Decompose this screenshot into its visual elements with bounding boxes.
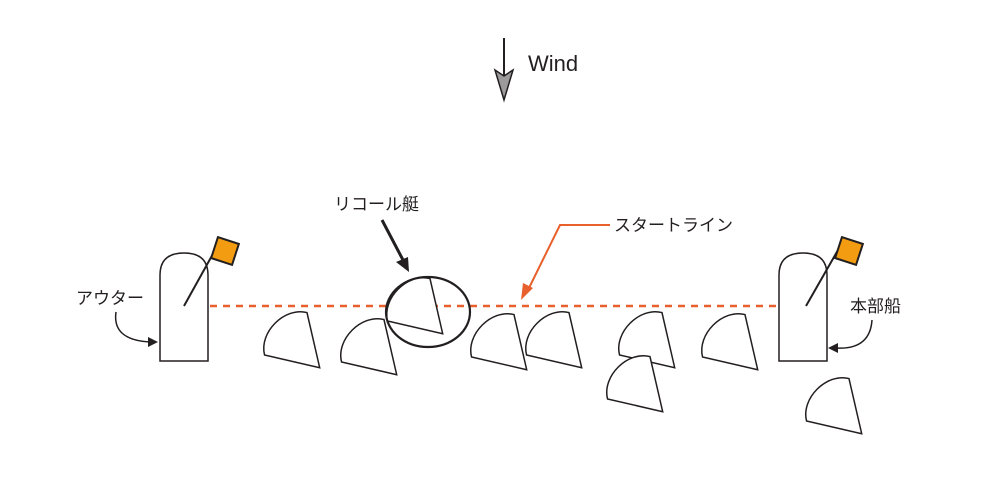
recall-boat [376, 267, 472, 356]
outer-label: アウター [76, 289, 144, 309]
outer-flag-icon [209, 235, 241, 267]
recall-boat-label: リコール艇 [334, 195, 419, 215]
committee-boat-label: 本部船 [850, 297, 901, 317]
racing-boat [795, 367, 884, 456]
wind-label: Wind [528, 51, 578, 76]
recall-callout: リコール艇 [334, 195, 419, 272]
wind-arrow-icon [493, 38, 515, 103]
outer-callout: アウター [76, 289, 158, 347]
outer-mark-boat [159, 235, 241, 362]
racing-boat [253, 301, 342, 390]
start-line-callout: スタートライン [521, 216, 733, 300]
racing-boat [515, 301, 604, 390]
start-line-label: スタートライン [614, 216, 733, 236]
committee-flag-icon [833, 235, 865, 267]
racing-boat [691, 303, 780, 392]
committee-boat [778, 235, 865, 362]
committee-callout: 本部船 [828, 297, 901, 353]
wind-indicator: Wind [493, 38, 578, 103]
